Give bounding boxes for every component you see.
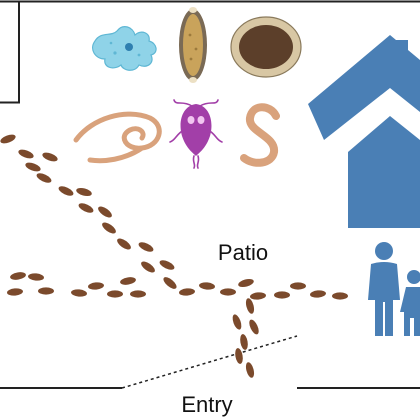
- parasite-egg-icon: [179, 7, 207, 83]
- feces-mark: [71, 289, 87, 297]
- feces-mark: [249, 319, 259, 335]
- feces-mark: [120, 277, 136, 285]
- feces-mark: [238, 278, 254, 288]
- feces-mark: [38, 287, 54, 295]
- patio-label: Patio: [218, 240, 268, 265]
- feces-mark: [10, 272, 26, 280]
- feces-mark: [58, 186, 74, 196]
- feces-mark: [36, 173, 52, 183]
- entry-label: Entry: [181, 392, 232, 417]
- feces-mark: [141, 261, 155, 273]
- feces-mark: [163, 277, 177, 289]
- feces-mark: [274, 291, 290, 299]
- feces-mark: [245, 298, 255, 314]
- adult-person-icon: [368, 242, 400, 336]
- boundary-lines: [0, 0, 420, 389]
- feces-mark: [138, 242, 154, 252]
- feces-mark: [232, 314, 242, 330]
- feces-mark: [117, 238, 131, 250]
- feces-mark: [250, 292, 266, 300]
- feces-mark: [7, 288, 23, 296]
- feces-mark: [235, 348, 243, 364]
- amoeba-icon: [92, 26, 157, 71]
- feces-mark: [102, 222, 116, 234]
- feces-mark: [245, 362, 255, 378]
- feces-mark: [88, 282, 104, 290]
- feces-mark: [179, 288, 195, 296]
- feces-mark: [240, 334, 248, 350]
- entry-gate-line: [121, 335, 298, 389]
- feces-mark: [159, 260, 175, 270]
- feces-mark: [76, 187, 92, 197]
- feces-mark: [220, 288, 236, 296]
- feces-mark: [107, 290, 123, 298]
- child-person-icon: [400, 270, 420, 336]
- feces-mark: [42, 152, 58, 162]
- feces-mark: [290, 282, 306, 290]
- feces-mark: [310, 290, 326, 298]
- house-icon: [308, 35, 420, 228]
- flagellate-protozoan-icon: [169, 99, 223, 169]
- feces-mark: [28, 273, 44, 281]
- round-cyst-icon: [230, 16, 302, 78]
- feces-mark: [199, 282, 215, 290]
- coiled-worm-icon: [73, 111, 162, 164]
- feces-mark: [98, 206, 112, 218]
- feces-trail-icon: [0, 134, 348, 378]
- feces-mark: [0, 134, 16, 144]
- feces-mark: [18, 149, 34, 159]
- left-room-box: [0, 0, 20, 104]
- feces-mark: [25, 162, 41, 172]
- feces-mark: [130, 290, 146, 298]
- feces-mark: [332, 292, 348, 300]
- s-shaped-worm-icon: [240, 103, 280, 167]
- feces-mark: [78, 203, 94, 213]
